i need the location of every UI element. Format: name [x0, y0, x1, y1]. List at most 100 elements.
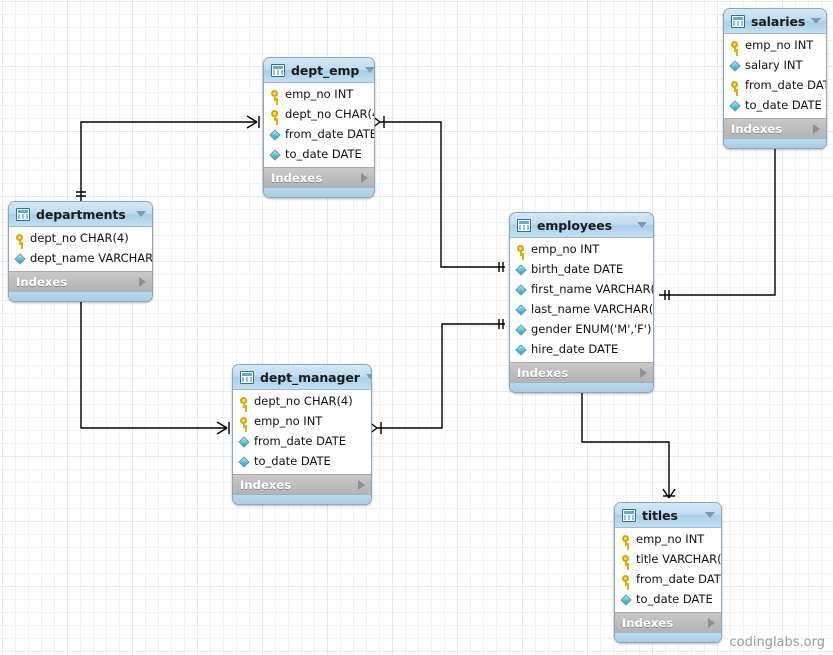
connector-salaries-employees — [659, 133, 782, 300]
column-row[interactable]: from_date DATE — [233, 432, 371, 452]
table-columns-titles: emp_no INT title VARCHAR(50) from_date DAT… — [615, 528, 721, 612]
column-row[interactable]: hire_date DATE — [510, 340, 653, 360]
column-row[interactable]: emp_no INT — [264, 85, 374, 105]
indexes-section-employees[interactable]: Indexes — [510, 362, 653, 382]
column-row[interactable]: from_date DATE — [724, 76, 826, 96]
key-icon — [516, 244, 527, 256]
indexes-section-dept_manager[interactable]: Indexes — [233, 474, 371, 494]
indexes-section-salaries[interactable]: Indexes — [724, 118, 826, 138]
table-icon — [240, 370, 254, 384]
column-row[interactable]: dept_no CHAR(4) — [264, 105, 374, 125]
key-icon — [15, 233, 26, 245]
table-header-dept_emp[interactable]: dept_emp — [264, 58, 374, 83]
chevron-right-icon[interactable] — [640, 367, 647, 378]
table-columns-departments: dept_no CHAR(4)dept_name VARCHAR(40) — [9, 227, 152, 271]
table-title: departments — [36, 206, 126, 222]
chevron-right-icon[interactable] — [813, 123, 820, 134]
diamond-icon — [270, 150, 281, 161]
table-header-departments[interactable]: departments — [9, 202, 152, 227]
column-row[interactable]: dept_name VARCHAR(40) — [9, 249, 152, 269]
column-row[interactable]: birth_date DATE — [510, 260, 653, 280]
column-row[interactable]: emp_no INT — [233, 412, 371, 432]
table-icon — [731, 14, 745, 28]
diamond-icon — [516, 285, 527, 296]
column-row[interactable]: to_date DATE — [264, 145, 374, 165]
column-row[interactable]: from_date DATE — [264, 125, 374, 145]
column-label: emp_no INT — [745, 38, 814, 53]
chevron-right-icon[interactable] — [361, 172, 368, 183]
key-icon — [239, 416, 250, 428]
column-row[interactable]: emp_no INT — [615, 530, 721, 550]
table-icon — [517, 218, 531, 232]
connector-departments-dept_emp — [76, 115, 260, 201]
column-row[interactable]: gender ENUM('M','F') — [510, 320, 653, 340]
table-footer — [264, 187, 374, 197]
indexes-section-dept_emp[interactable]: Indexes — [264, 167, 374, 187]
key-icon — [730, 40, 741, 52]
column-row[interactable]: first_name VARCHAR(14) — [510, 280, 653, 300]
indexes-section-titles[interactable]: Indexes — [615, 612, 721, 632]
diamond-icon — [270, 130, 281, 141]
table-dept_manager[interactable]: dept_manager dept_no CHAR(4) emp_no INT fro… — [232, 364, 372, 505]
column-row[interactable]: dept_no CHAR(4) — [9, 229, 152, 249]
chevron-down-icon[interactable] — [365, 374, 371, 380]
column-row[interactable]: title VARCHAR(50) — [615, 550, 721, 570]
chevron-down-icon[interactable] — [365, 67, 374, 73]
chevron-right-icon[interactable] — [708, 617, 715, 628]
column-label: from_date DATE — [254, 434, 347, 449]
chevron-down-icon[interactable] — [136, 211, 146, 217]
column-label: to_date DATE — [636, 592, 713, 607]
table-title: dept_emp — [291, 62, 360, 78]
table-header-employees[interactable]: employees — [510, 213, 653, 238]
column-row[interactable]: to_date DATE — [615, 590, 721, 610]
chevron-right-icon[interactable] — [358, 479, 365, 490]
column-label: dept_no CHAR(4) — [285, 107, 375, 122]
column-row[interactable]: from_date DATE — [615, 570, 721, 590]
table-title: dept_manager — [260, 369, 360, 385]
chevron-right-icon[interactable] — [139, 276, 146, 287]
key-icon — [621, 534, 632, 546]
column-row[interactable]: dept_no CHAR(4) — [233, 392, 371, 412]
table-title: titles — [642, 507, 678, 523]
indexes-section-departments[interactable]: Indexes — [9, 271, 152, 291]
column-row[interactable]: to_date DATE — [233, 452, 371, 472]
column-row[interactable]: to_date DATE — [724, 96, 826, 116]
column-label: from_date DATE — [636, 572, 722, 587]
key-icon — [270, 109, 281, 121]
chevron-down-icon[interactable] — [637, 222, 647, 228]
table-header-salaries[interactable]: salaries — [724, 9, 826, 34]
column-label: emp_no INT — [285, 87, 354, 102]
table-dept_emp[interactable]: dept_emp emp_no INT dept_no CHAR(4) from_da… — [263, 57, 375, 198]
table-footer — [9, 291, 152, 301]
table-icon — [16, 207, 30, 221]
table-departments[interactable]: departments dept_no CHAR(4)dept_name VARC… — [8, 201, 153, 302]
key-icon — [270, 89, 281, 101]
key-icon — [621, 574, 632, 586]
diamond-icon — [621, 595, 632, 606]
table-footer — [233, 494, 371, 504]
column-row[interactable]: salary INT — [724, 56, 826, 76]
chevron-down-icon[interactable] — [811, 18, 822, 24]
connector-employees-titles — [577, 382, 676, 499]
column-label: dept_no CHAR(4) — [254, 394, 353, 409]
diamond-icon — [516, 345, 527, 356]
indexes-label: Indexes — [240, 477, 292, 492]
column-row[interactable]: last_name VARCHAR(16) — [510, 300, 653, 320]
key-icon — [239, 396, 250, 408]
column-label: birth_date DATE — [531, 262, 624, 277]
table-header-titles[interactable]: titles — [615, 503, 721, 528]
column-label: to_date DATE — [254, 454, 331, 469]
table-icon — [271, 63, 285, 77]
column-label: emp_no INT — [636, 532, 705, 547]
table-columns-employees: emp_no INT birth_date DATE first_name VARC… — [510, 238, 653, 362]
column-row[interactable]: emp_no INT — [724, 36, 826, 56]
table-titles[interactable]: titles emp_no INT title VARCHAR(50) from_da… — [614, 502, 722, 643]
column-row[interactable]: emp_no INT — [510, 240, 653, 260]
key-icon — [621, 554, 632, 566]
chevron-down-icon[interactable] — [705, 512, 715, 518]
table-header-dept_manager[interactable]: dept_manager — [233, 365, 371, 390]
column-label: first_name VARCHAR(14) — [531, 282, 654, 297]
